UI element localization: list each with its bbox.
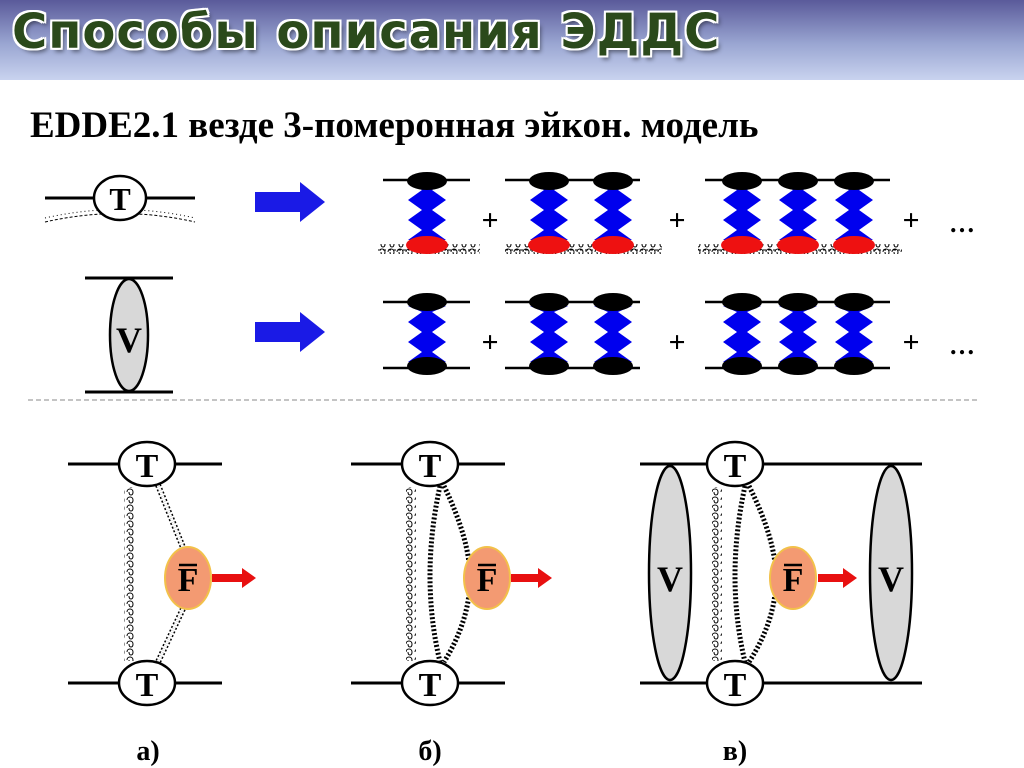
plus-sign: +	[902, 204, 919, 237]
v-vertex-diagram: V	[85, 276, 173, 394]
t-vertex	[705, 659, 765, 707]
pomeron-ladder	[528, 172, 570, 254]
diagram-c: V V T T F в)	[640, 440, 922, 767]
produced-particle-arrow-icon	[511, 568, 552, 588]
pomeron-ladder	[406, 172, 448, 254]
plus-sign: +	[668, 326, 685, 359]
t-vertex	[400, 440, 460, 488]
slide-title: Способы описания ЭДДС	[12, 4, 721, 60]
arrow-right-icon	[255, 312, 325, 352]
f-label: F	[783, 562, 804, 599]
v-vertex	[868, 464, 914, 682]
ellipsis: …	[949, 209, 975, 238]
f-vertex	[769, 546, 817, 610]
t-label: T	[419, 667, 442, 704]
caption-a: а)	[136, 736, 159, 767]
v-vertex	[647, 464, 693, 682]
t-vertex	[117, 440, 177, 488]
pomeron-ladder	[529, 293, 569, 375]
plus-sign: +	[902, 326, 919, 359]
pomeron-ladder	[407, 293, 447, 375]
produced-particle-arrow-icon	[212, 568, 256, 588]
slide-subtitle: EDDE2.1 везде 3-померонная эйкон. модель	[30, 105, 759, 146]
t-vertex	[705, 440, 765, 488]
t-vertex	[92, 174, 148, 222]
arrow-right-icon	[255, 182, 325, 222]
pomeron-ladder	[777, 172, 819, 254]
pomeron-sum-row-1: + + + …	[378, 172, 975, 254]
plus-sign: +	[481, 204, 498, 237]
f-vertex	[463, 546, 511, 610]
t-label: T	[136, 448, 159, 485]
v-vertex	[108, 277, 150, 393]
produced-particle-arrow-icon	[818, 568, 857, 588]
pomeron-ladder	[834, 293, 874, 375]
v-label: V	[878, 559, 904, 599]
pomeron-sum-row-2: + + + …	[383, 293, 975, 375]
pomeron-ladder	[833, 172, 875, 254]
ellipsis: …	[949, 331, 975, 360]
t-label: T	[419, 448, 442, 485]
t-label: T	[724, 448, 747, 485]
pomeron-ladder	[593, 293, 633, 375]
f-label: F	[178, 562, 199, 599]
diagram-a: T T F а)	[68, 440, 256, 767]
plus-sign: +	[481, 326, 498, 359]
title-bar: Способы описания ЭДДС	[0, 0, 1024, 80]
pomeron-ladder	[721, 172, 763, 254]
diagram-b: T T F б)	[351, 440, 552, 767]
t-vertex	[117, 659, 177, 707]
f-label: F	[477, 562, 498, 599]
t-label: T	[136, 667, 159, 704]
t-label: T	[109, 181, 130, 217]
t-label: T	[724, 667, 747, 704]
f-vertex	[164, 546, 212, 610]
v-label: V	[116, 320, 142, 360]
pomeron-ladder	[722, 293, 762, 375]
caption-c: в)	[723, 736, 747, 767]
pomeron-ladder	[592, 172, 634, 254]
plus-sign: +	[668, 204, 685, 237]
pomeron-ladder	[778, 293, 818, 375]
t-vertex	[400, 659, 460, 707]
v-label: V	[657, 559, 683, 599]
t-vertex-diagram: T	[44, 174, 196, 223]
caption-b: б)	[418, 736, 441, 767]
